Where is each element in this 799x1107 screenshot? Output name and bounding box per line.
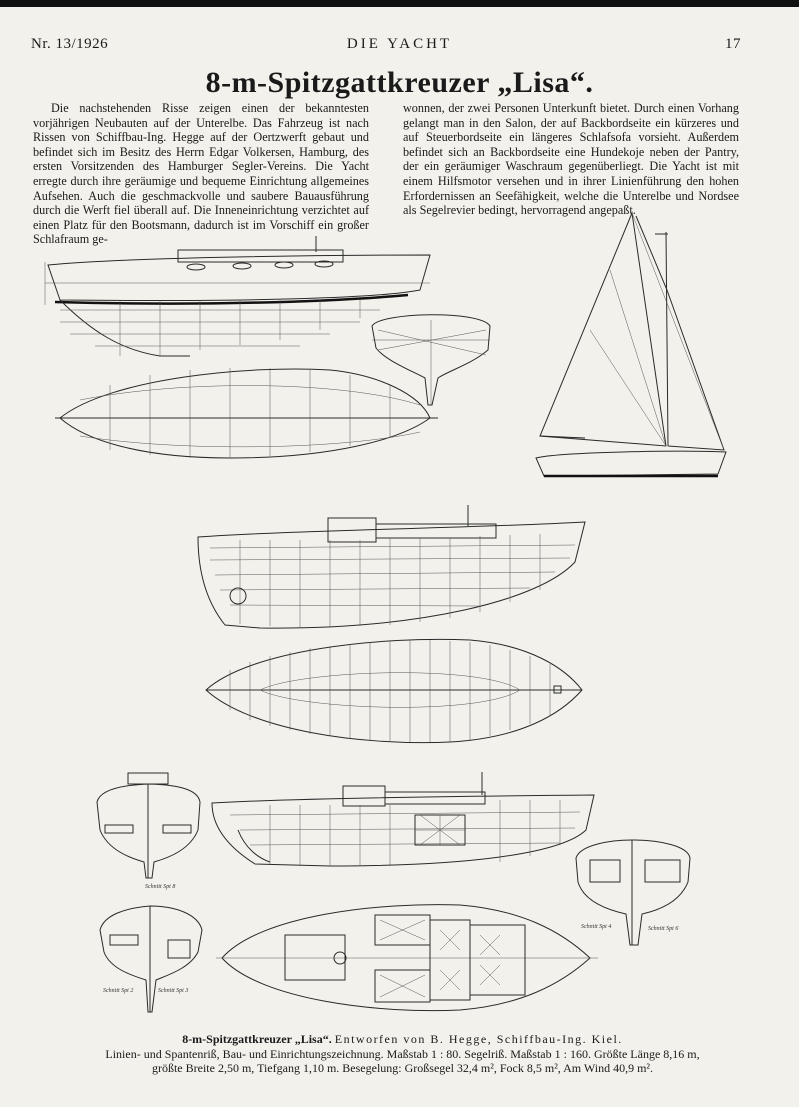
arrangement-plan: [216, 904, 598, 1012]
deck-framing-plan: [205, 638, 583, 744]
sail-plan: [535, 211, 727, 478]
caption-designer: Entworfen von B. Hegge, Schiffbau-Ing. K…: [334, 1032, 623, 1046]
caption-title: 8-m-Spitzgattkreuzer „Lisa“.: [182, 1032, 332, 1046]
top-edge-bar: [0, 0, 799, 7]
magazine-title: DIE YACHT: [346, 36, 453, 52]
body-column-right: wonnen, der zwei Personen Unterkunft bie…: [403, 101, 739, 218]
article-title: 8-m-Spitzgattkreuzer „Lisa“.: [205, 66, 594, 99]
label-section-3: Schnitt Spt 3: [158, 988, 188, 994]
label-section-4: Schnitt Spt 4: [581, 923, 611, 930]
section-8-drawing: [96, 772, 201, 879]
label-section-8: Schnitt Spt 8: [145, 884, 175, 890]
half-breadth-plan: [55, 368, 438, 459]
caption-scales: Linien- und Spantenriß, Bau- und Einrich…: [105, 1046, 700, 1061]
page-number: 17: [725, 36, 741, 52]
construction-profile: [197, 505, 586, 629]
section-4-6-drawing: [575, 839, 691, 946]
label-section-2: Schnitt Spt 2: [103, 988, 133, 994]
caption-dimensions: größte Breite 2,50 m, Tiefgang 1,10 m. B…: [151, 1061, 654, 1075]
arrangement-profile: [211, 772, 595, 867]
lines-plan-profile: [44, 236, 431, 357]
label-section-6: Schnitt Spt 6: [648, 926, 678, 932]
figure-caption: 8-m-Spitzgattkreuzer „Lisa“. Entworfen v…: [40, 1032, 765, 1076]
issue-number: Nr. 13/1926: [31, 36, 109, 52]
body-plan: [371, 314, 491, 406]
body-column-left: Die nachstehenden Risse zeigen einen der…: [33, 101, 369, 247]
section-2-3-drawing: [99, 905, 203, 1013]
